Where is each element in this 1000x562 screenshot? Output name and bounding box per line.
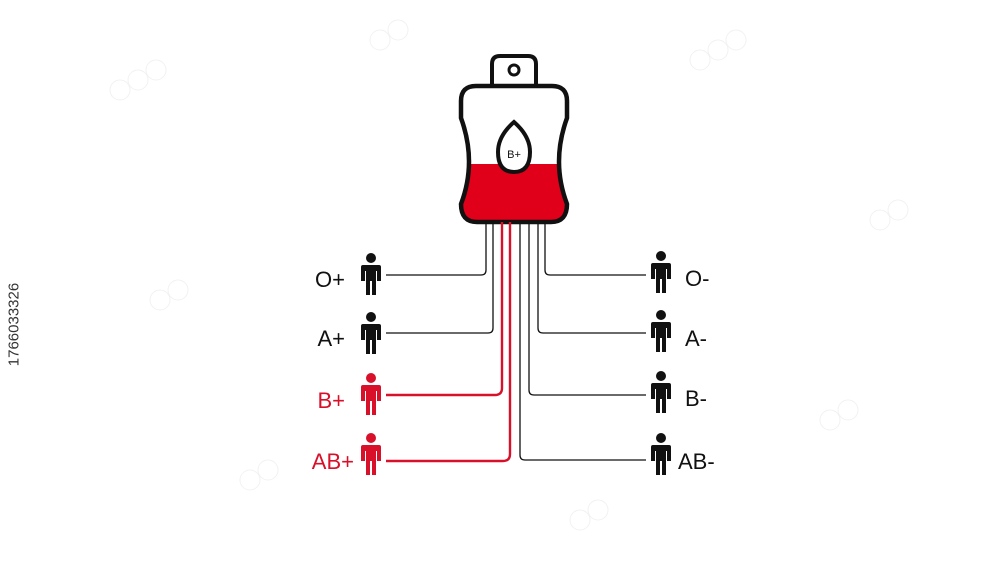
person-icon [361,373,381,415]
blood-type-label: B+ [317,388,345,413]
person-icon [361,253,381,295]
recipient-A+: A+ [317,312,381,354]
blood-type-label: AB+ [312,449,354,474]
bag-hanger [490,54,538,86]
recipient-AB-: AB- [651,433,715,475]
tube-B+ [386,222,504,397]
blood-type-label: O+ [315,267,345,292]
blood-type-label: O- [685,266,709,291]
tube-O+ [386,222,487,276]
person-icon [651,310,671,352]
recipient-A-: A- [651,310,707,352]
bag-blood-type: B+ [507,149,521,161]
recipient-O-: O- [651,251,709,293]
person-icon [651,371,671,413]
watermark-pattern [109,19,909,531]
person-icon [651,251,671,293]
tube-A+ [386,222,494,334]
person-icon [361,433,381,475]
blood-type-label: A- [685,326,707,351]
recipient-AB+: AB+ [312,433,381,475]
blood-type-label: B- [685,386,707,411]
tube-B- [528,222,646,396]
person-icon [361,312,381,354]
blood-type-label: A+ [317,326,345,351]
stock-image-id: 1766033326 [5,282,23,367]
bag-hanger-hole [507,63,521,77]
blood-drop-icon [495,119,533,175]
recipient-B+: B+ [317,373,381,415]
recipient-O+: O+ [315,253,381,295]
tube-O- [544,222,646,276]
recipient-B-: B- [651,371,707,413]
tube-A- [537,222,646,334]
tubes-compatible [386,222,512,463]
tubes-incompatible [386,222,646,461]
tube-AB+ [386,222,512,463]
bag-outline [458,83,570,225]
blood-bag: B+ [458,54,570,225]
tube-AB- [519,222,646,461]
person-icon [651,433,671,475]
blood-type-label: AB- [678,449,715,474]
